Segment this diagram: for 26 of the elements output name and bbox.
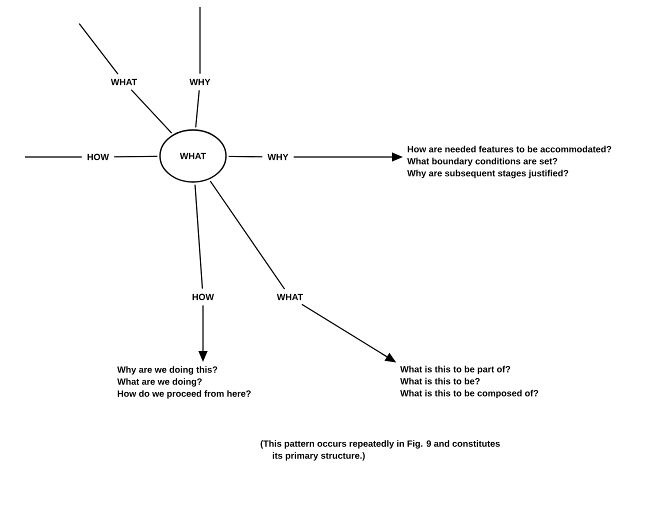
line <box>194 184 203 289</box>
keyword-label: HOW <box>88 154 109 160</box>
keyword-label: HOW <box>192 294 214 300</box>
question-text: What is this to be? <box>400 378 480 384</box>
line <box>25 156 82 158</box>
ellipse-node: WHAT <box>159 129 227 183</box>
question-text: How are needed features to be accommodated? <box>408 146 612 152</box>
question-text: How do we proceed from here? <box>118 390 251 399</box>
line <box>195 90 200 128</box>
question-text: What is this to be composed of? <box>400 390 538 398</box>
caption-text: (This pattern occurs repeatedly in Fig. 9 and constitutes its primary structure.) <box>260 440 500 461</box>
keyword-label: WHAT <box>276 294 304 300</box>
keyword-label: WHY <box>268 154 288 160</box>
question-text: Why are subsequent stages justified? <box>407 170 568 178</box>
keyword-label: WHY <box>190 78 210 86</box>
question-text: What boundary conditions are set? <box>407 158 558 166</box>
line <box>199 7 201 74</box>
keyword-label: WHAT <box>110 78 138 86</box>
line <box>114 156 158 158</box>
line <box>130 89 172 134</box>
line <box>228 156 262 158</box>
line <box>78 23 118 74</box>
question-text: Why are we doing this? <box>117 366 218 375</box>
line <box>210 180 286 290</box>
question-text: What are we doing? <box>117 378 202 387</box>
question-text: What is this to be part of? <box>400 366 510 374</box>
